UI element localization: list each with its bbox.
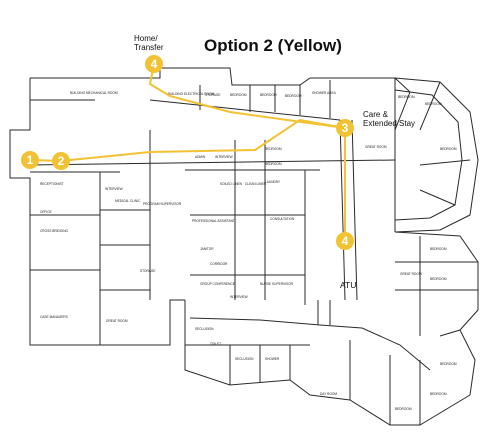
room-label: SHOWER xyxy=(265,357,280,361)
room-label: BEDROOM xyxy=(430,392,447,396)
room-label: SECLUSION xyxy=(195,327,214,331)
room-label: BEDROOM xyxy=(265,147,282,151)
room-label: BEDROOM xyxy=(440,362,457,366)
room-label: SECLUSION xyxy=(235,357,254,361)
room-label: BEDROOM xyxy=(398,95,415,99)
route-marker xyxy=(21,151,39,169)
room-label: BEDROOM xyxy=(230,93,247,97)
route-marker xyxy=(336,232,354,250)
room-label: ADMIN xyxy=(195,155,206,159)
room-label: CLEAN LINEN xyxy=(245,182,267,186)
room-label: BEDROOM xyxy=(285,94,302,98)
room-label: CONSULTATION xyxy=(270,217,295,221)
room-label: PROGRAM SUPERVISOR xyxy=(143,202,182,206)
map-title: Option 2 (Yellow) xyxy=(204,36,342,55)
room-label: GREAT ROOM xyxy=(365,145,387,149)
room-label: STORAGE xyxy=(205,93,221,97)
room-label: DAY ROOM xyxy=(320,392,337,396)
route-marker-number: 4 xyxy=(151,57,158,71)
room-label: BUILDING MECHANICAL ROOM xyxy=(70,91,118,95)
room-label: INTERVIEW xyxy=(215,155,233,159)
atu-label: ATU xyxy=(340,280,357,290)
route-marker xyxy=(145,55,163,73)
room-label: GREAT ROOM xyxy=(400,272,422,276)
room-label: STORAGE xyxy=(140,269,156,273)
room-label: BEDROOM xyxy=(430,247,447,251)
room-label: PROFESSIONAL ASSISTANT xyxy=(192,219,235,223)
route-markers: 1 2 3 4 4 xyxy=(21,55,354,250)
room-label: CROSS BRIDGING xyxy=(40,229,69,233)
room-label: GROUP CONFERENCE xyxy=(200,282,235,286)
route-marker xyxy=(336,119,354,137)
room-label: BEDROOM xyxy=(440,147,457,151)
route-marker-number: 1 xyxy=(27,153,34,167)
room-label: GREAT ROOM xyxy=(106,319,128,323)
floor-plan-walls xyxy=(9,67,479,426)
route-marker-number: 3 xyxy=(342,121,349,135)
home-transfer-label: Home/ Transfer xyxy=(134,34,164,52)
room-label: RECEPTIONIST xyxy=(40,182,64,186)
room-label: BEDROOM xyxy=(430,277,447,281)
room-label: INTERVIEW xyxy=(105,187,123,191)
room-label: BUILDING ELECTRICAL ROOM xyxy=(168,92,215,96)
room-label: SOILED LINEN xyxy=(220,182,243,186)
room-label: OFFICE xyxy=(40,210,52,214)
route-marker-number: 2 xyxy=(58,154,65,168)
room-label: BEDROOM xyxy=(425,102,442,106)
room-label: SHOWER AREA xyxy=(312,91,337,95)
room-label: CASE MANAGERS xyxy=(40,315,68,319)
route-line xyxy=(149,63,346,129)
room-label: JANITOR xyxy=(200,247,214,251)
room-label: BEDROOM xyxy=(265,162,282,166)
room-label: LAUNDRY xyxy=(265,180,281,184)
room-label: TOILET xyxy=(210,342,221,346)
room-label: BEDROOM xyxy=(395,407,412,411)
route-marker-number: 4 xyxy=(342,234,349,248)
room-label: MEDICAL CLINIC xyxy=(115,199,141,203)
route-marker xyxy=(52,152,70,170)
route-line xyxy=(32,119,346,162)
room-label: BEDROOM xyxy=(260,93,277,97)
room-label: CORRIDOR xyxy=(210,262,228,266)
room-label: NURSE SUPERVISOR xyxy=(260,282,294,286)
room-label: INTERVIEW xyxy=(230,295,248,299)
care-extended-stay-label: Care & Extended Stay xyxy=(363,110,416,128)
room-labels: BUILDING MECHANICAL ROOM BUILDING ELECTR… xyxy=(40,91,457,411)
